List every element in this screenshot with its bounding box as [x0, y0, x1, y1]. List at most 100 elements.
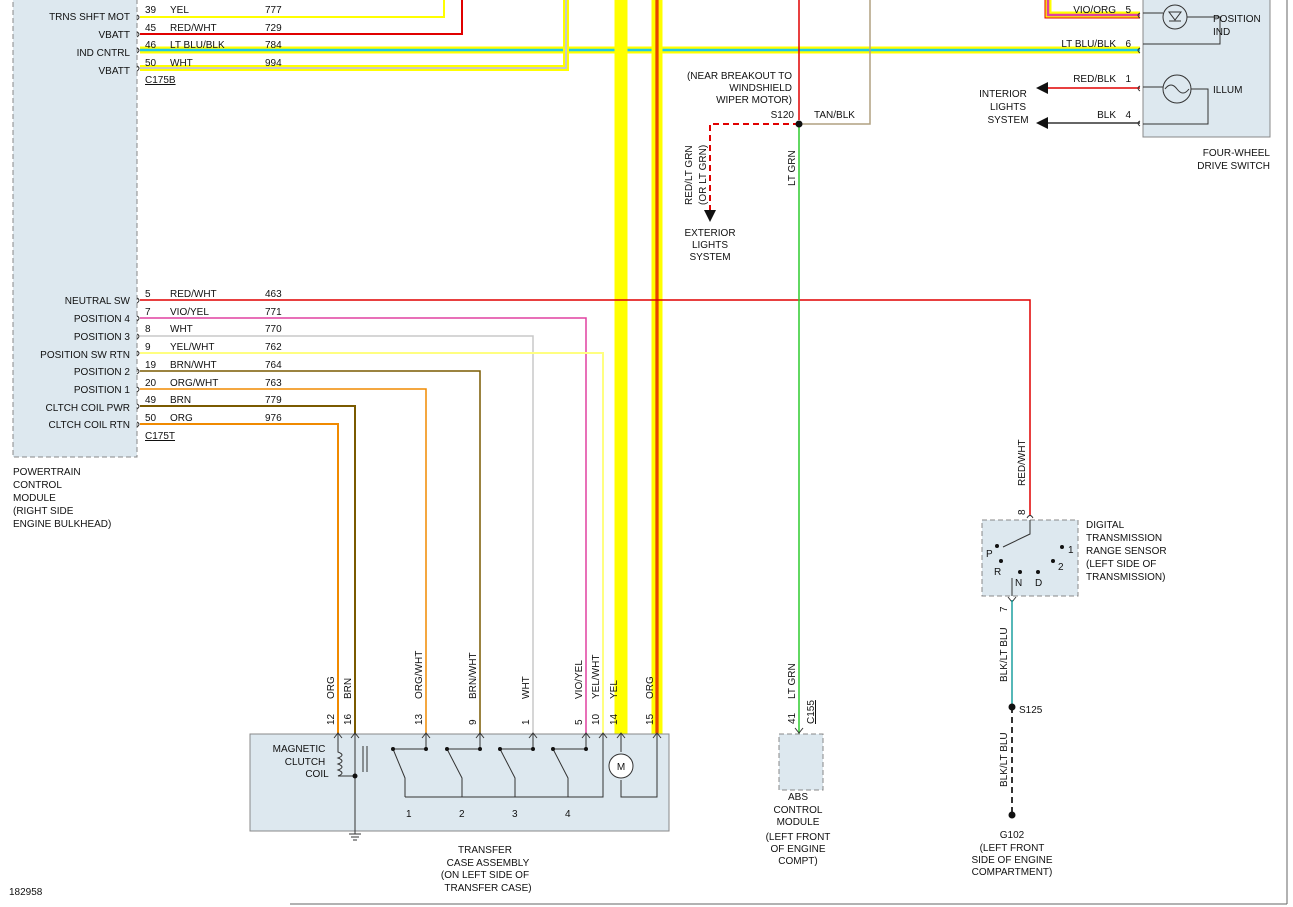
transfer-label-line-2: CASE ASSEMBLY — [447, 858, 530, 869]
dtrs-contact-r — [999, 559, 1003, 563]
dtrs-pos-d: D — [1035, 578, 1042, 589]
pcm-module: POWERTRAIN CONTROL MODULE (RIGHT SIDE EN… — [12, 0, 176, 530]
switch-bus — [405, 734, 604, 798]
s120-note-line-3: WIPER MOTOR) — [716, 95, 792, 106]
wire-vio-org-red — [1044, 0, 1140, 19]
transfer-pin-14: 14 YEL — [609, 680, 620, 725]
transfer-pin-1: 1 WHT — [521, 676, 532, 725]
motor-icon — [608, 753, 634, 779]
connector-c175b: C175B — [145, 75, 176, 86]
exterior-lights-line-3: SYSTEM — [689, 252, 730, 263]
wire-729-red-wht — [140, 0, 463, 35]
dtrs-label-line-4: (LEFT SIDE OF — [1086, 559, 1156, 570]
dtrs-wiper — [1002, 520, 1031, 548]
wire-color: BRN — [343, 678, 354, 699]
dtrs-pin-8: 8 — [1017, 509, 1028, 515]
switch-number-4: 4 — [565, 809, 571, 820]
pin-number: 9 — [468, 719, 479, 725]
switch-pin-6-color: LT BLU/BLK — [1061, 39, 1116, 50]
wire-763-org-wht — [140, 388, 427, 734]
pcm-bottom-pin-49: CLTCH COIL PWR 49 BRN 779 — [46, 395, 283, 414]
wire-color: BRN — [170, 395, 191, 406]
arrow-exterior-lights — [704, 210, 716, 222]
pcm-bottom-pin-9: POSITION SW RTN 9 YEL/WHT 762 — [40, 342, 282, 361]
pin-number: 5 — [145, 289, 151, 300]
wire-color: ORG — [170, 413, 193, 424]
ground-icon — [349, 830, 361, 841]
wire-color: LT BLU/BLK — [170, 40, 225, 51]
wire-770-wht — [140, 335, 534, 734]
pcm-bottom-pin-5: NEUTRAL SW 5 RED/WHT 463 — [65, 289, 282, 307]
circuit-number: 784 — [265, 40, 282, 51]
pcm-label-line-5: ENGINE BULKHEAD) — [13, 519, 111, 530]
g102-line-4: COMPARTMENT) — [972, 867, 1053, 878]
abs-label-line-1: ABS — [788, 792, 808, 803]
switch-pin-4-color: BLK — [1097, 110, 1116, 121]
switch-number-1: 1 — [406, 809, 412, 820]
pin-number: 45 — [145, 23, 157, 34]
position-ind-diode-icon — [1168, 11, 1182, 22]
pin-name: CLTCH COIL RTN — [49, 420, 131, 431]
switch-number-3: 3 — [512, 809, 518, 820]
switch-pin-5: 5 — [1125, 5, 1131, 16]
switch-3-pivot — [498, 747, 502, 751]
dtrs-label-line-1: DIGITAL — [1086, 520, 1125, 531]
wire-color: ORG/WHT — [414, 651, 425, 699]
wire-762-yel-wht — [140, 352, 604, 734]
transfer-label-line-4: TRANSFER CASE) — [444, 883, 531, 894]
g102-line-1: G102 — [1000, 830, 1025, 841]
wire-color: ORG — [326, 676, 337, 699]
transfer-pin-16: 16 BRN — [343, 678, 354, 725]
dtrs-label-line-2: TRANSMISSION — [1086, 533, 1162, 544]
clutch-coil-icon — [336, 734, 356, 777]
pin-number: 14 — [609, 713, 620, 725]
transfer-pin-13: 13 ORG/WHT — [414, 651, 425, 725]
wire-771-vio-yel — [140, 317, 587, 734]
wire-red-lt-grn-branch — [709, 123, 799, 210]
dtrs-top-wire: RED/WHT — [1017, 439, 1028, 486]
pcm-top-pin-46: IND CNTRL 46 LT BLU/BLK 784 — [77, 40, 282, 59]
wire-994-wht-core — [140, 0, 567, 69]
switch-pin-marks — [1137, 12, 1141, 127]
figure-id: 182958 — [9, 887, 43, 898]
switch-2-contact — [478, 747, 482, 751]
dtrs-pin-8-mark — [1026, 515, 1034, 519]
dtrs-contact-p — [995, 544, 999, 548]
splice-s125-dot — [1008, 703, 1016, 711]
dtrs-bottom-wire: BLK/LT BLU — [999, 627, 1010, 682]
abs-wire: LT GRN — [787, 663, 798, 699]
circuit-number: 779 — [265, 395, 282, 406]
pin-number: 5 — [574, 719, 585, 725]
pcm-top-pin-39: TRNS SHFT MOT 39 YEL 777 — [49, 5, 282, 23]
abs-label-line-2: CONTROL — [774, 805, 823, 816]
switch-label-line-1: FOUR-WHEEL — [1203, 148, 1271, 159]
switch-pin-5-color: VIO/ORG — [1073, 5, 1116, 16]
switch-pin-1: 1 — [1125, 74, 1131, 85]
pin-name: IND CNTRL — [77, 48, 131, 59]
branch-color-line-1: RED/LT GRN — [684, 145, 695, 205]
switch-label-line-2: DRIVE SWITCH — [1197, 161, 1270, 172]
exterior-lights-line-2: LIGHTS — [692, 240, 728, 251]
splice-s120-dot — [795, 120, 803, 128]
switch-pin-6: 6 — [1125, 39, 1131, 50]
dtrs-pos-n: N — [1015, 578, 1022, 589]
pcm-label-line-1: POWERTRAIN — [13, 467, 81, 478]
clutch-label-line-1: MAGNETIC — [273, 744, 326, 755]
dtrs-pos-r: R — [994, 567, 1001, 578]
pin-name: CLTCH COIL PWR — [46, 403, 130, 414]
pin-number: 16 — [343, 713, 354, 725]
pin-number: 7 — [145, 307, 151, 318]
wire-color: RED/WHT — [170, 23, 217, 34]
s120-label: S120 — [771, 110, 795, 121]
lt-grn-trunk-label: LT GRN — [787, 150, 798, 186]
wire-777-yel — [140, 0, 445, 18]
pin-name: VBATT — [99, 30, 130, 41]
s120-note-line-1: (NEAR BREAKOUT TO — [687, 71, 792, 82]
switch-1-pivot — [391, 747, 395, 751]
motor-label: M — [617, 762, 625, 773]
abs-label-line-6: COMPT) — [778, 856, 817, 867]
wire-vio-org-core — [1046, 0, 1140, 17]
pcm-label-line-2: CONTROL — [13, 480, 62, 491]
transfer-pin-5: 5 VIO/YEL — [574, 660, 585, 725]
switch-number-2: 2 — [459, 809, 465, 820]
